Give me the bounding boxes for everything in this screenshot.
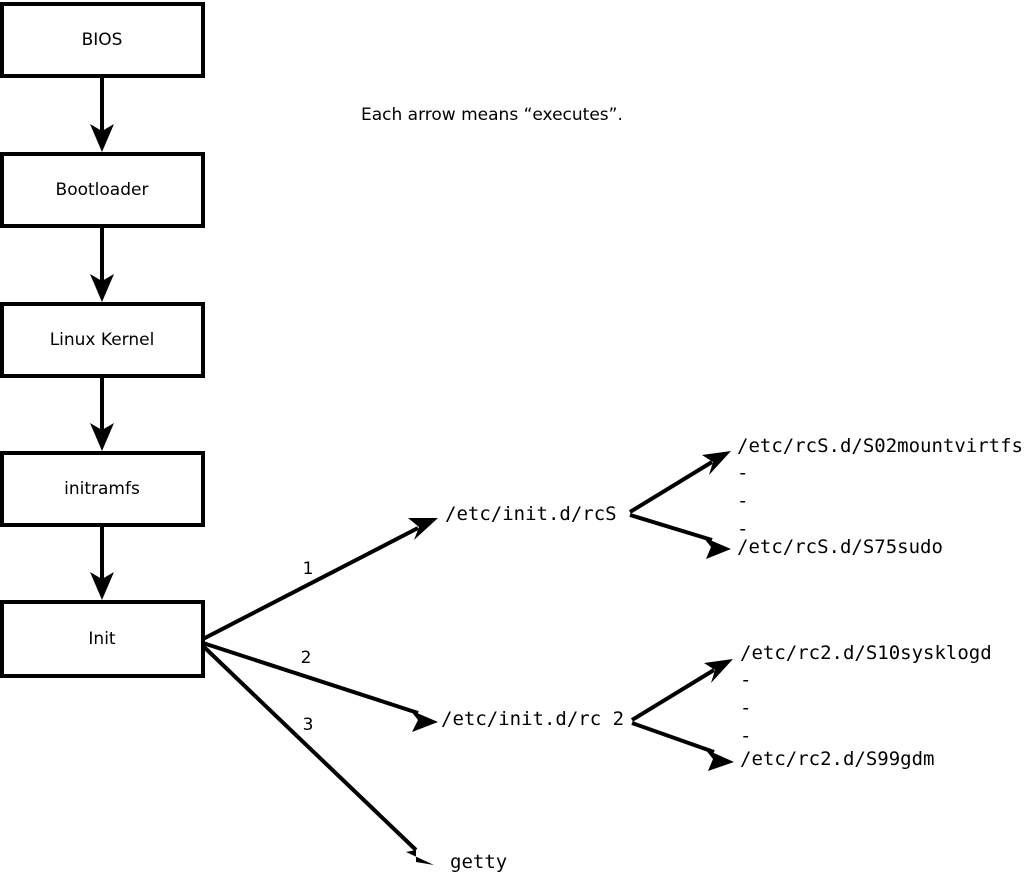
arrowhead-icon (703, 537, 731, 559)
legend-note: Each arrow means “executes”. (361, 105, 623, 125)
branch-3-number: 3 (303, 715, 314, 735)
node-bootloader[interactable]: Bootloader (0, 152, 205, 228)
arrow-bios-to-bootloader (90, 76, 114, 152)
arrowhead-icon (410, 710, 438, 732)
bios-label: BIOS (82, 30, 123, 50)
arrow-kernel-to-initramfs (90, 376, 114, 451)
initramfs-box[interactable] (0, 451, 205, 527)
node-init[interactable]: Init (0, 600, 205, 678)
bootloader-label: Bootloader (56, 180, 149, 200)
rc2-child-first-label: /etc/rc2.d/S10sysklogd (740, 642, 992, 664)
arrow-rc2-to-last-child (631, 721, 734, 771)
arrowhead-icon (705, 749, 734, 771)
arrow-init-to-rc2 (202, 641, 438, 732)
init-label: Init (88, 629, 116, 649)
arrow-init-to-getty (201, 644, 434, 865)
node-bios[interactable]: BIOS (0, 2, 205, 78)
arrow-rc2-to-first-child (630, 659, 733, 722)
rcs-script-label: /etc/init.d/rcS (445, 503, 617, 525)
rc2-ellipsis-dash-2: - (740, 697, 751, 719)
branch-1-number: 1 (303, 559, 314, 579)
arrowhead-icon (90, 274, 114, 302)
rcs-ellipsis-dash-2: - (737, 490, 748, 512)
init-box[interactable] (0, 600, 205, 678)
getty-label: getty (450, 851, 507, 873)
arrowhead-icon (702, 451, 731, 475)
arrowhead-icon (90, 423, 114, 451)
arrow-initramfs-to-init (90, 525, 114, 600)
arrowhead-icon (406, 850, 434, 865)
arrowhead-icon (90, 124, 114, 152)
rcs-child-first-label: /etc/rcS.d/S02mountvirtfs (737, 435, 1023, 457)
node-linux-kernel[interactable]: Linux Kernel (0, 302, 205, 378)
arrowhead-icon (704, 659, 733, 683)
linux-kernel-label: Linux Kernel (50, 330, 155, 350)
rc2-script-label: /etc/init.d/rc 2 (441, 708, 624, 730)
arrow-rcs-to-last-child (629, 513, 731, 559)
bios-box[interactable] (0, 2, 205, 78)
arrowhead-icon (408, 518, 438, 540)
initramfs-label: initramfs (64, 479, 140, 499)
rcs-ellipsis-dash-1: - (737, 462, 748, 484)
arrow-init-to-rcs (202, 518, 438, 641)
rcs-ellipsis-dash-3: - (737, 518, 748, 540)
branch-2-number: 2 (301, 648, 312, 668)
rc2-ellipsis-dash-3: - (740, 725, 751, 747)
rc2-child-last-label: /etc/rc2.d/S99gdm (740, 748, 934, 770)
arrow-rcs-to-first-child (628, 451, 731, 514)
arrowhead-icon (90, 572, 114, 600)
arrow-bootloader-to-kernel (90, 226, 114, 302)
rc2-ellipsis-dash-1: - (740, 669, 751, 691)
rcs-child-last-label: /etc/rcS.d/S75sudo (737, 536, 943, 558)
node-initramfs[interactable]: initramfs (0, 451, 205, 527)
